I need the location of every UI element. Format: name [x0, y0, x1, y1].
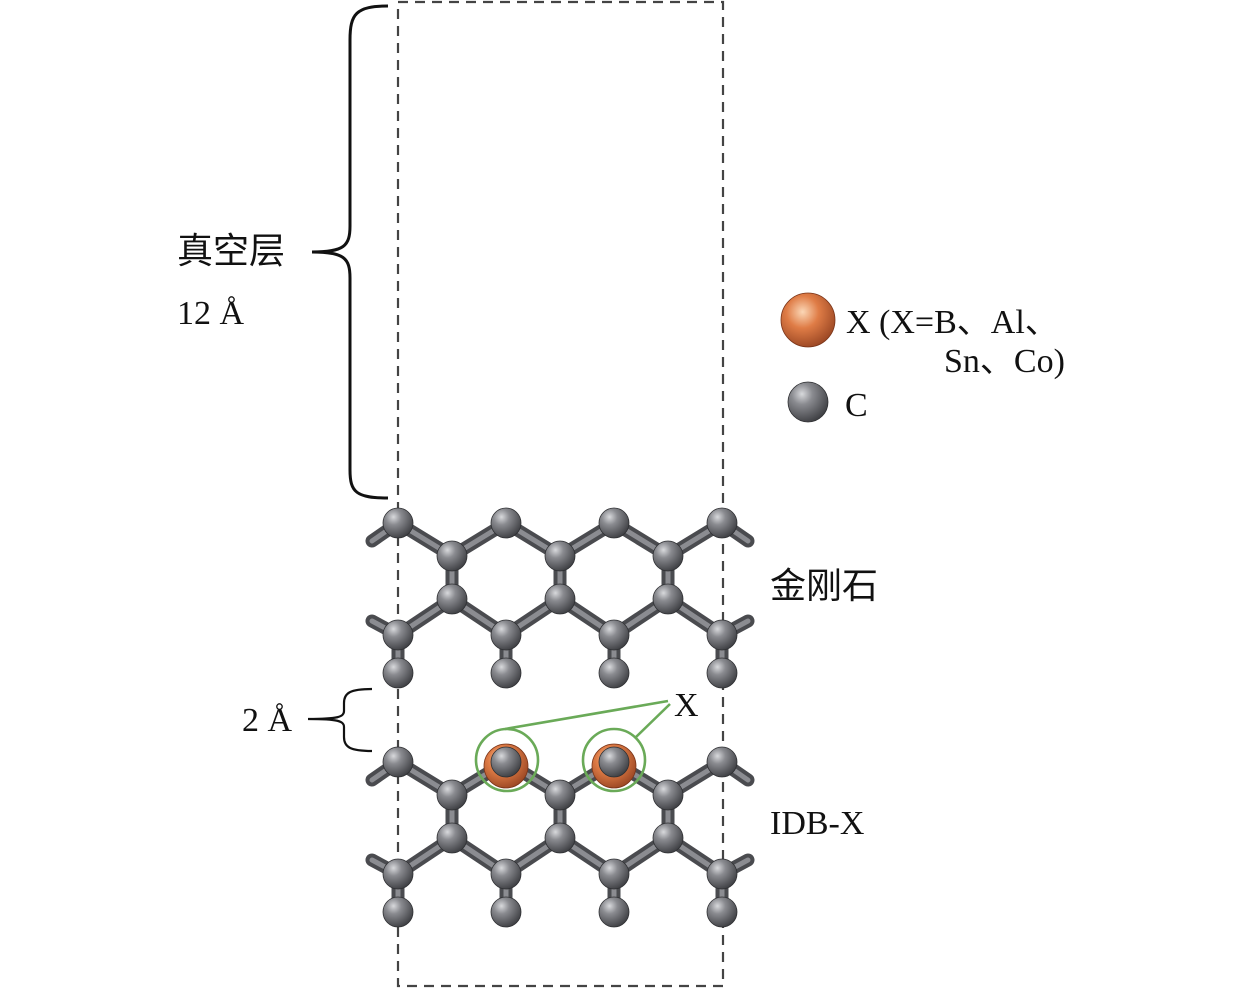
legend: X (X=B、Al、 Sn、Co) C: [780, 292, 1065, 424]
dopant-highlight-ring: [581, 727, 647, 793]
carbon-atom: [382, 619, 414, 651]
idb-x-label: IDB-X: [770, 805, 864, 842]
carbon-atom: [490, 858, 522, 890]
carbon-atom: [544, 779, 576, 811]
carbon-atom: [706, 896, 738, 928]
dopant-highlight: [474, 699, 671, 793]
carbon-atom: [382, 896, 414, 928]
dopant-atom-legend-icon: [780, 292, 836, 348]
legend-dopant-elements: Sn、Co): [944, 343, 1065, 380]
carbon-atom: [652, 583, 684, 615]
carbon-atom: [706, 507, 738, 539]
carbon-atom: [490, 746, 522, 778]
carbon-atom: [490, 896, 522, 928]
pointer-line: [635, 703, 671, 738]
carbon-atom: [544, 822, 576, 854]
carbon-atom: [598, 657, 630, 689]
carbon-atom: [490, 657, 522, 689]
carbon-atom: [490, 507, 522, 539]
gap-brace: [307, 687, 373, 753]
carbon-atom-legend-icon: [787, 381, 829, 423]
carbon-atom: [490, 619, 522, 651]
diamond-label: 金刚石: [770, 566, 878, 606]
carbon-atom: [706, 619, 738, 651]
carbon-atom: [652, 540, 684, 572]
carbon-atom: [436, 583, 468, 615]
carbon-atom: [652, 822, 684, 854]
carbon-atom: [652, 779, 684, 811]
supercell-boundary: [396, 0, 725, 988]
carbon-atom: [436, 822, 468, 854]
carbon-atom: [436, 779, 468, 811]
vacuum-layer-label: 真空层: [177, 231, 285, 271]
carbon-atom: [598, 746, 630, 778]
carbon-atom: [382, 507, 414, 539]
carbon-atom: [598, 507, 630, 539]
diamond-slab: [365, 507, 755, 689]
carbon-atom: [598, 896, 630, 928]
carbon-atom: [382, 858, 414, 890]
carbon-atom: [436, 540, 468, 572]
carbon-atom: [706, 746, 738, 778]
vacuum-brace: [311, 4, 389, 500]
carbon-atom: [598, 619, 630, 651]
carbon-atom: [382, 657, 414, 689]
carbon-atom: [544, 583, 576, 615]
gap-thickness-label: 2 Å: [242, 702, 293, 739]
carbon-atom: [706, 657, 738, 689]
vacuum-thickness-label: 12 Å: [177, 295, 245, 332]
idb-x-slab: [365, 743, 755, 928]
carbon-atom: [598, 858, 630, 890]
legend-carbon-label: C: [845, 387, 868, 424]
carbon-atom: [706, 858, 738, 890]
legend-dopant-label: X (X=B、Al、: [846, 304, 1059, 341]
carbon-atom: [544, 540, 576, 572]
carbon-atom: [382, 746, 414, 778]
pointer-line: [504, 699, 669, 731]
dopant-marker-label: X: [674, 687, 699, 724]
